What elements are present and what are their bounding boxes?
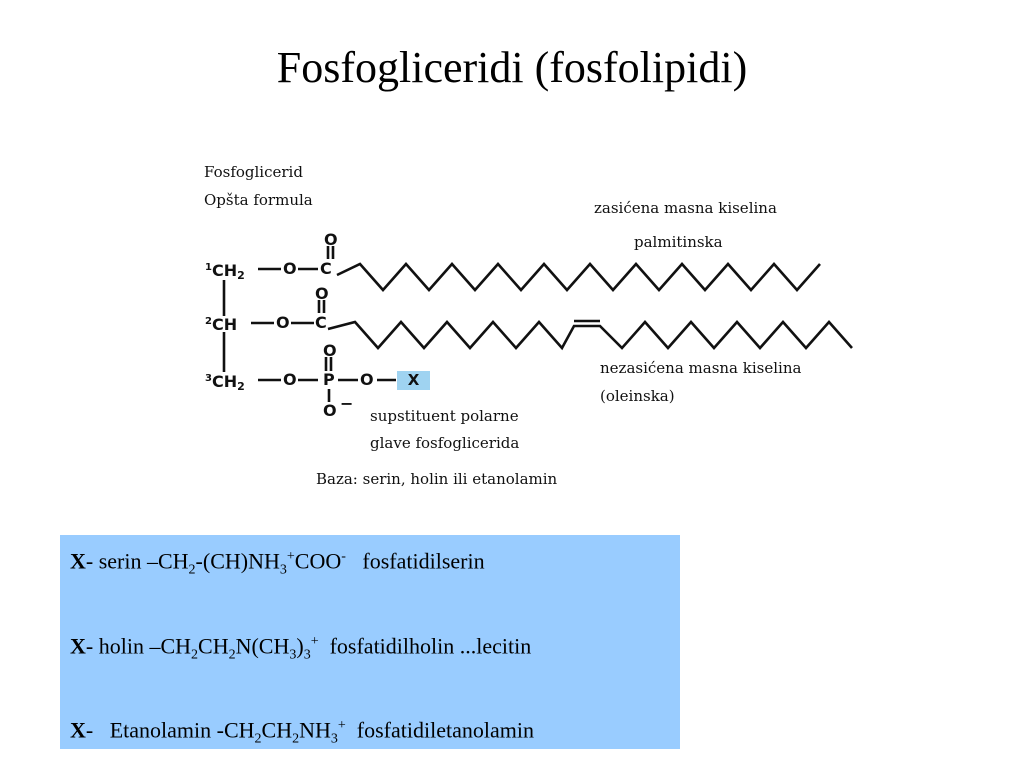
oxygen-atom: O	[283, 259, 297, 278]
oleic-chain	[327, 320, 853, 351]
oxygen-atom: O	[276, 313, 290, 332]
oxygen-atom: O	[323, 341, 337, 360]
ch-group-2: 2CH	[205, 315, 238, 334]
ch2-group-3: 3CH2	[205, 372, 245, 394]
etanolamin-line: X- Etanolamin -CH2CH2NH3+ fosfatidiletan…	[70, 717, 534, 748]
saturated-acid-name: palmitinska	[634, 233, 723, 251]
oxygen-atom: O	[324, 230, 338, 249]
slide-title: Fosfogliceridi (fosfolipidi)	[276, 43, 748, 92]
serin-line: X- serin –CH2-(CH)NH3+COO- fosfatidilser…	[70, 548, 485, 578]
carbon-atom: C	[315, 313, 327, 332]
unsaturated-acid-label: nezasićena masna kiselina	[600, 359, 802, 377]
oxygen-atom: O	[315, 284, 329, 303]
negative-charge: −	[340, 394, 354, 413]
diagram-heading: Fosfoglicerid	[204, 163, 303, 181]
ch2-group-1: 1CH2	[205, 261, 245, 283]
unsaturated-acid-name: (oleinska)	[600, 387, 675, 405]
substituent-x-box: X	[397, 371, 430, 390]
phosphorus-atom: P	[323, 370, 335, 389]
oxygen-atom: O	[283, 370, 297, 389]
carbon-atom: C	[320, 259, 332, 278]
holin-line: X- holin –CH2CH2N(CH3)3+ fosfatidilholin…	[70, 633, 532, 663]
oxygen-atom: O	[323, 401, 337, 420]
substituent-info-box: X- serin –CH2-(CH)NH3+COO- fosfatidilser…	[60, 535, 680, 749]
substituent-label-2: glave fosfoglicerida	[370, 434, 520, 452]
saturated-acid-label: zasićena masna kiselina	[594, 199, 777, 217]
diagram-subheading: Opšta formula	[204, 191, 313, 209]
oxygen-atom: O	[360, 370, 374, 389]
base-label: Baza: serin, holin ili etanolamin	[316, 470, 558, 488]
palmitic-chain	[336, 262, 821, 292]
substituent-label: supstituent polarne	[370, 407, 519, 425]
